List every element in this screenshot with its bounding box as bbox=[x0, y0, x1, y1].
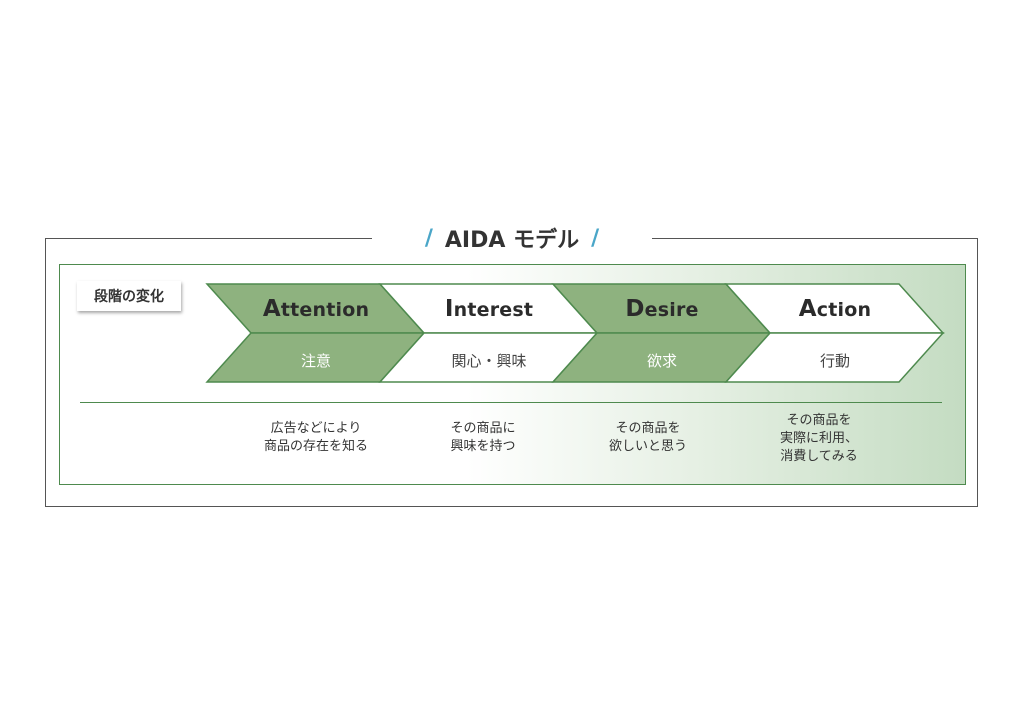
stage-jp-attention: 注意 bbox=[300, 352, 331, 370]
stage-name-cap: I bbox=[444, 296, 454, 322]
divider-line bbox=[80, 402, 942, 403]
stage-jp-action: 行動 bbox=[819, 352, 850, 370]
stage-name-rest: nterest bbox=[453, 299, 534, 321]
stage-desc-attention: 広告などにより 商品の存在を知る bbox=[263, 421, 368, 454]
title-slash-left: / bbox=[424, 225, 433, 251]
stage-name-rest: ttention bbox=[280, 299, 370, 321]
stage-desc-desire: その商品を 欲しいと思う bbox=[608, 421, 687, 454]
chevron-lower-3 bbox=[724, 332, 945, 383]
title-text: AIDA モデル bbox=[444, 228, 580, 253]
stage-name-desire: Desire bbox=[572, 296, 752, 322]
stage-name-interest: Interest bbox=[399, 296, 579, 322]
stage-name-rest: ction bbox=[816, 299, 872, 321]
stage-name-cap: A bbox=[798, 296, 817, 322]
stage-jp-interest: 関心・興味 bbox=[451, 352, 527, 370]
stage-name-cap: D bbox=[625, 296, 645, 322]
stage-name-attention: Attention bbox=[226, 296, 406, 322]
stage-change-label: 段階の変化 bbox=[77, 281, 181, 311]
stage-jp-desire: 欲求 bbox=[646, 352, 677, 370]
title-slash-right: / bbox=[591, 225, 600, 251]
stage-desc-action: その商品を 実際に利用、 消費してみる bbox=[779, 413, 858, 464]
stage-name-action: Action bbox=[745, 296, 925, 322]
stage-name-rest: esire bbox=[644, 299, 699, 321]
diagram-title: / AIDA モデル / bbox=[372, 218, 652, 258]
stage-desc-interest: その商品に 興味を持つ bbox=[450, 421, 516, 454]
stage-name-cap: A bbox=[262, 296, 281, 322]
